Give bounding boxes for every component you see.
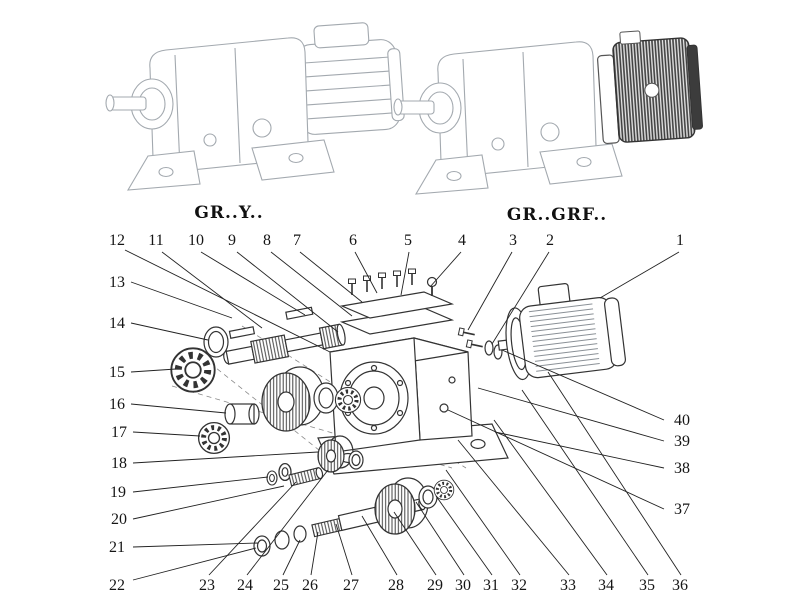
mounting-foot bbox=[251, 139, 335, 181]
eye-bolt bbox=[426, 276, 438, 296]
output-gear bbox=[374, 477, 429, 535]
output-shaft-assembled-right bbox=[397, 100, 435, 115]
washer bbox=[484, 340, 494, 356]
callout-30: 30 bbox=[455, 577, 471, 594]
callout-1: 1 bbox=[676, 232, 684, 249]
callout-15: 15 bbox=[109, 364, 125, 381]
oil-seal bbox=[203, 326, 229, 358]
large-gear bbox=[261, 366, 325, 432]
assembled-view-gr-grf bbox=[393, 30, 703, 195]
callout-28: 28 bbox=[388, 577, 404, 594]
shaft-key bbox=[285, 306, 314, 320]
bearing bbox=[335, 387, 360, 412]
callout-35: 35 bbox=[639, 577, 655, 594]
callout-16: 16 bbox=[109, 396, 125, 413]
leader-lines bbox=[124, 249, 682, 581]
input-shaft-assembly bbox=[223, 306, 346, 365]
housing-cover bbox=[339, 291, 455, 335]
callout-31: 31 bbox=[483, 577, 499, 594]
mounting-foot bbox=[539, 143, 623, 185]
callout-6: 6 bbox=[349, 232, 357, 249]
oil-plug bbox=[439, 403, 449, 413]
callout-23: 23 bbox=[199, 577, 215, 594]
callout-32: 32 bbox=[511, 577, 527, 594]
callout-numbers: 12 11 10 9 8 7 6 5 4 3 2 1 13 14 15 16 1… bbox=[109, 232, 690, 594]
callout-8: 8 bbox=[263, 232, 271, 249]
callout-27: 27 bbox=[343, 577, 359, 594]
callout-2: 2 bbox=[546, 232, 554, 249]
callout-19: 19 bbox=[110, 484, 126, 501]
callout-22: 22 bbox=[109, 577, 125, 594]
callout-25: 25 bbox=[273, 577, 289, 594]
fan-cover bbox=[603, 297, 626, 367]
callout-37: 37 bbox=[674, 501, 690, 518]
output-shaft-assembly bbox=[253, 477, 456, 557]
title-gr-grf: GR..GRF.. bbox=[507, 205, 607, 225]
callout-14: 14 bbox=[109, 315, 125, 332]
callout-34: 34 bbox=[598, 577, 614, 594]
bushing bbox=[224, 403, 260, 425]
retaining-ring bbox=[348, 450, 364, 470]
callout-9: 9 bbox=[228, 232, 236, 249]
callout-17: 17 bbox=[111, 424, 127, 441]
callout-20: 20 bbox=[111, 511, 127, 528]
callout-4: 4 bbox=[458, 232, 466, 249]
callout-10: 10 bbox=[188, 232, 204, 249]
motor-assembled-left bbox=[295, 22, 405, 135]
callout-36: 36 bbox=[672, 577, 688, 594]
output-shaft-assembled-left bbox=[109, 96, 147, 111]
shaft-key bbox=[228, 326, 256, 339]
motor-fins bbox=[528, 302, 601, 374]
assembled-view-gr-y bbox=[105, 22, 405, 191]
callout-39: 39 bbox=[674, 433, 690, 450]
callout-18: 18 bbox=[111, 455, 127, 472]
callout-29: 29 bbox=[427, 577, 443, 594]
cover-bolts bbox=[347, 268, 438, 296]
callout-38: 38 bbox=[674, 460, 690, 477]
spacer-ring bbox=[313, 382, 339, 414]
bearing bbox=[199, 423, 230, 454]
callout-40: 40 bbox=[674, 412, 690, 429]
callout-21: 21 bbox=[109, 539, 125, 556]
callout-24: 24 bbox=[237, 577, 253, 594]
large-bearing bbox=[171, 348, 214, 391]
washer bbox=[266, 470, 278, 486]
title-gr-y: GR..Y.. bbox=[194, 203, 263, 223]
mounting-foot bbox=[126, 150, 201, 191]
intermediate-gear bbox=[317, 435, 354, 473]
callout-5: 5 bbox=[404, 232, 412, 249]
callout-33: 33 bbox=[560, 577, 576, 594]
callout-11: 11 bbox=[148, 232, 163, 249]
callout-26: 26 bbox=[302, 577, 318, 594]
exploded-view bbox=[171, 268, 626, 557]
callout-12: 12 bbox=[109, 232, 125, 249]
ring bbox=[418, 485, 438, 509]
electric-motor bbox=[497, 283, 626, 381]
cover-plate bbox=[339, 291, 455, 319]
input-flange-block bbox=[597, 30, 703, 145]
callout-7: 7 bbox=[293, 232, 301, 249]
pinion-shaft bbox=[288, 467, 324, 487]
mounting-foot bbox=[414, 154, 489, 195]
callout-3: 3 bbox=[509, 232, 517, 249]
callout-13: 13 bbox=[109, 274, 125, 291]
